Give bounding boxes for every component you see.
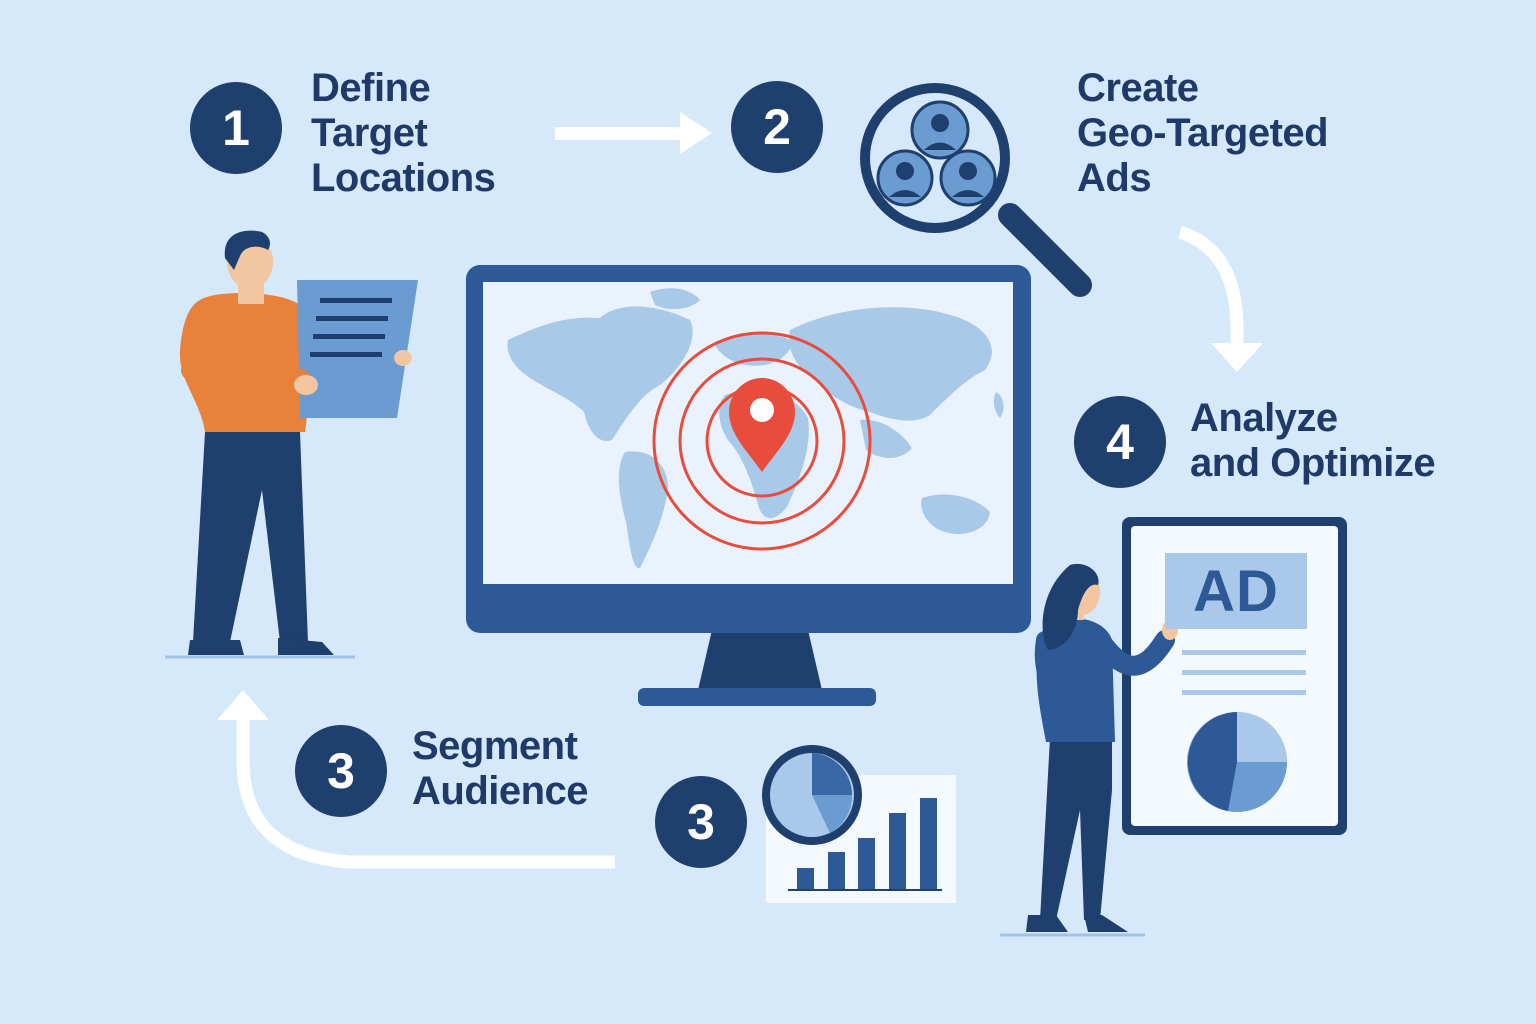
step-3-badge: 3 xyxy=(295,725,387,817)
step-2-label: Create Geo-Targeted Ads xyxy=(1077,66,1329,201)
step-3-label-line: Audience xyxy=(412,769,589,813)
ad-label: AD xyxy=(1165,553,1307,629)
step-4-label-line: and Optimize xyxy=(1190,441,1436,485)
woman-presenter-figure xyxy=(1000,563,1178,937)
step-4-badge: 4 xyxy=(1074,396,1166,488)
step-3-label-line: Segment xyxy=(412,724,578,768)
location-pin-icon xyxy=(652,331,872,551)
monitor-icon xyxy=(466,265,1031,706)
bar-chart-icon xyxy=(788,798,942,891)
analytics-card xyxy=(762,745,956,903)
step-1-label: Define Target Locations xyxy=(311,66,496,201)
step-2-label-line: Create xyxy=(1077,66,1199,110)
step-1-label-line: Target xyxy=(311,111,428,155)
step-4-label: Analyze and Optimize xyxy=(1190,396,1436,486)
person-avatar-icon xyxy=(910,100,970,160)
person-avatar-icon xyxy=(876,149,934,207)
person-avatar-icon xyxy=(939,149,997,207)
step-2-badge: 2 xyxy=(731,81,823,173)
arrow-step3-to-step1 xyxy=(217,690,615,869)
step-2-label-line: Geo-Targeted xyxy=(1077,111,1329,155)
step-2-label-line: Ads xyxy=(1077,156,1152,200)
man-with-document-figure xyxy=(165,230,418,659)
step-3-secondary-badge: 3 xyxy=(655,776,747,868)
arrow-step1-to-step2 xyxy=(555,112,712,154)
arrow-step2-to-step4 xyxy=(1177,225,1263,372)
step-4-label-line: Analyze xyxy=(1190,396,1338,440)
pie-chart-icon xyxy=(762,745,862,845)
step-1-badge: 1 xyxy=(190,82,282,174)
step-1-label-line: Locations xyxy=(311,156,496,200)
magnifier-people-icon xyxy=(860,83,1092,297)
step-1-label-line: Define xyxy=(311,66,431,110)
pie-chart-icon xyxy=(1187,712,1287,812)
step-3-label: Segment Audience xyxy=(412,724,589,814)
world-map xyxy=(507,288,1004,569)
